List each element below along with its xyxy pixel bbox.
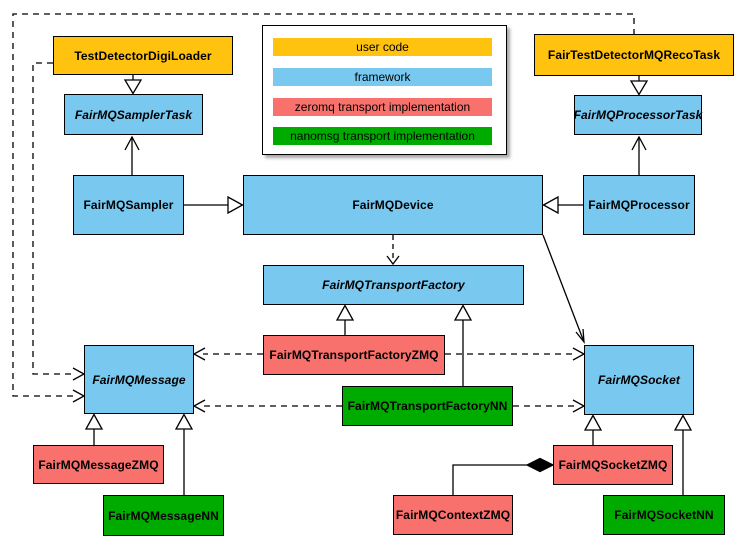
class-fairtestdetectormqrecotask: FairTestDetectorMQRecoTask (534, 34, 734, 76)
class-fairmqcontextzmq: FairMQContextZMQ (393, 495, 513, 535)
class-fairmqtransportfactoryzmq: FairMQTransportFactoryZMQ (263, 335, 445, 375)
generalization-messagenn-message (174, 413, 194, 495)
dependency-device-transportfactory (386, 235, 400, 266)
association-sampler-samplertask (124, 135, 140, 175)
legend: user code framework zeromq transport imp… (262, 25, 507, 155)
association-device-socket (542, 234, 585, 345)
class-fairmqmessagenn: FairMQMessageNN (103, 495, 224, 536)
legend-item-zeromq: zeromq transport implementation (273, 98, 492, 116)
generalization-factorynn-factory (453, 304, 473, 386)
class-fairmqprocessortask: FairMQProcessorTask (574, 95, 702, 135)
open-arrowhead (72, 367, 86, 403)
class-fairmqsocket: FairMQSocket (584, 345, 694, 415)
generalization-socketnn-socket (673, 414, 693, 495)
class-fairmqmessagezmq: FairMQMessageZMQ (33, 445, 164, 484)
legend-item-framework: framework (273, 68, 492, 86)
generalization-messagezmq-message (84, 413, 104, 445)
generalization-factoryzmq-factory (335, 304, 355, 335)
class-fairmqsamplertask: FairMQSamplerTask (64, 94, 203, 135)
class-testdetectordigiloader: TestDetectorDigiLoader (53, 36, 233, 75)
association-processor-processortask (631, 135, 647, 175)
generalization-processor-device (542, 195, 583, 215)
composition-contextzmq-socketzmq (452, 457, 555, 495)
class-fairmqsampler: FairMQSampler (73, 175, 184, 235)
class-fairmqprocessor: FairMQProcessor (583, 175, 695, 235)
class-fairmqtransportfactory: FairMQTransportFactory (263, 265, 524, 305)
generalization-socketzmq-socket (583, 414, 603, 445)
generalization-loader-samplertask (123, 75, 143, 95)
legend-item-nanomsg: nanomsg transport implementation (273, 127, 492, 145)
class-fairmqdevice: FairMQDevice (243, 175, 543, 235)
class-fairmqtransportfactorynn: FairMQTransportFactoryNN (342, 386, 513, 426)
class-fairmqsocketzmq: FairMQSocketZMQ (553, 445, 673, 485)
generalization-sampler-device (184, 195, 244, 215)
class-fairmqmessage: FairMQMessage (84, 345, 194, 414)
legend-item-user-code: user code (273, 38, 492, 56)
class-fairmqsocketnn: FairMQSocketNN (603, 495, 725, 535)
generalization-recotask-processortask (629, 76, 649, 96)
